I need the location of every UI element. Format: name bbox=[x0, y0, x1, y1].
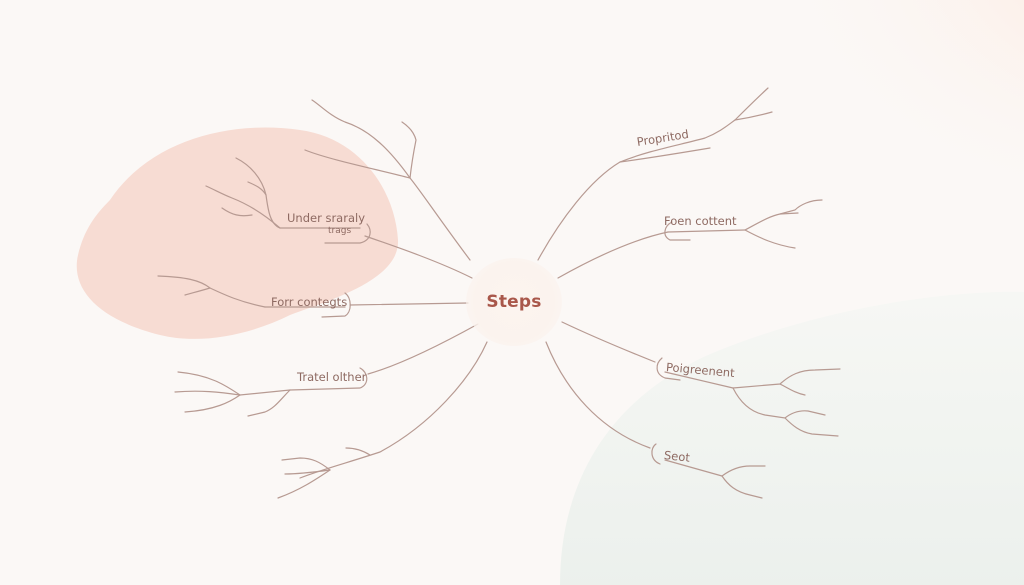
center-node[interactable]: Steps bbox=[466, 258, 562, 346]
branch-bottom-left bbox=[277, 341, 488, 499]
branch-propritod bbox=[537, 87, 773, 261]
branch-seot bbox=[545, 341, 766, 499]
branch-foen-cottent bbox=[557, 199, 823, 279]
branch-under-sraraly bbox=[205, 157, 473, 279]
mint-blob bbox=[560, 291, 1024, 585]
node-forr-contegts[interactable]: Forr contegts bbox=[271, 295, 348, 309]
branch-forr-contegts bbox=[157, 275, 469, 318]
node-foen-cottent[interactable]: Foen cottent bbox=[664, 214, 737, 228]
branch-poigreenent bbox=[561, 321, 841, 437]
node-under-sraraly-sublabel: trags bbox=[328, 226, 352, 236]
node-under-sraraly[interactable]: Under sraraly bbox=[287, 211, 366, 225]
branch-tratel-olther bbox=[174, 323, 479, 417]
peach-blob bbox=[520, 0, 1024, 390]
node-seot[interactable]: Seot bbox=[663, 448, 691, 465]
branch-top-left bbox=[304, 99, 471, 261]
node-tratel-olther[interactable]: Tratel olther bbox=[297, 370, 367, 384]
center-label: Steps bbox=[486, 292, 542, 312]
pink-blob bbox=[76, 127, 399, 339]
